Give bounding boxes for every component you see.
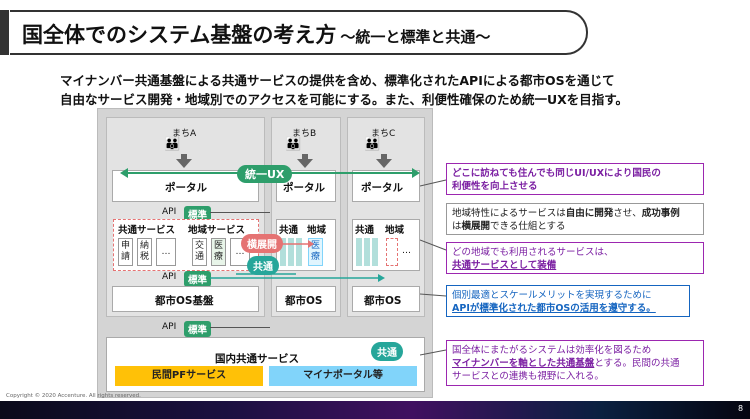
unified-ux-badge: 統一UX	[237, 165, 293, 183]
standard-badge: 標準	[184, 206, 212, 222]
decorative-strip	[0, 401, 750, 419]
town-c-label: まちC	[371, 129, 396, 139]
arrow-down-icon	[297, 159, 313, 168]
town-b-portal	[276, 170, 336, 202]
town-b-services	[276, 219, 336, 271]
people-icon: 👪	[285, 137, 301, 152]
city-os-label: 都市OS	[285, 295, 323, 307]
callout-national: 国全体にまたがるシステムは効率化を図るため マイナンバーを軸とした共通基盤とする…	[446, 340, 704, 386]
town-b-label: まちB	[292, 129, 317, 139]
town-a-os	[112, 286, 259, 312]
national-common-services-title: 国内共通サービス	[215, 353, 299, 365]
callout-text: どこに訪ねても住んでも同じUI/UXにより国民の	[452, 168, 661, 179]
lead-text-line-2: 自由なサービス開発・地域別でのアクセスを可能にする。また、利便性確保のため統一U…	[60, 92, 629, 107]
callout-text: 利便性を向上させる	[452, 181, 538, 192]
arrow-down-icon	[376, 159, 392, 168]
portal-label: ポータル	[165, 182, 207, 194]
town-a-label: まちA	[172, 129, 197, 139]
common-service-label: 共通サービス	[118, 225, 176, 236]
callout-regional: 地域特性によるサービスは自由に開発させ、成功事例 は横展開できる仕組とする	[446, 203, 704, 235]
common-badge: 共通	[371, 342, 403, 361]
ellipsis: …	[402, 246, 411, 256]
page-title: 国全体でのシステム基盤の考え方〜統一と標準と共通〜	[22, 23, 491, 47]
private-pf-service: 民間PFサービス	[115, 366, 263, 386]
api-label: API	[162, 207, 177, 217]
arrow-down-icon	[381, 154, 387, 159]
service-medical: 医療	[211, 238, 226, 266]
api-label: API	[162, 322, 177, 332]
city-os-platform-label: 都市OS基盤	[155, 295, 214, 307]
regional-slot	[386, 238, 398, 266]
lead-text-line-1: マイナンバー共通基盤による共通サービスの提供を含め、標準化されたAPIによる都市…	[60, 73, 615, 88]
callout-common-service: どの地域でも利用されるサービスは、 共通サービスとして装備	[446, 242, 704, 274]
regional-label: 地域	[307, 225, 327, 236]
common-slot	[288, 238, 294, 266]
title-frame	[10, 10, 588, 55]
api-line	[210, 212, 270, 213]
town-c-os	[352, 286, 420, 312]
standard-badge: 標準	[184, 271, 212, 287]
people-icon: 👪	[364, 137, 380, 152]
copyright: Copyright © 2020 Accenture. All rights r…	[6, 393, 141, 399]
page-subtitle: 〜統一と標準と共通〜	[340, 28, 491, 46]
service-tax: 納税	[137, 238, 152, 266]
callout-city-os: 個別最適とスケールメリットを実現するために APIが標準化された都市OSの活用を…	[446, 285, 690, 317]
regional-service-label: 地域サービス	[188, 225, 246, 236]
people-icon: 👪	[164, 137, 180, 152]
callout-unified-ux: どこに訪ねても住んでも同じUI/UXにより国民の 利便性を向上させる	[446, 163, 704, 195]
town-b-os	[276, 286, 336, 312]
api-standard-line	[210, 274, 385, 282]
title-accent-bar	[0, 10, 9, 55]
expansion-arrows	[236, 240, 314, 275]
town-c-column	[347, 117, 425, 317]
common-label: 共通	[279, 225, 299, 236]
arrow-down-icon	[302, 154, 308, 159]
town-b-column	[271, 117, 341, 317]
api-line	[210, 327, 270, 328]
callout-connectors	[420, 179, 447, 356]
page-number: 8	[738, 404, 744, 413]
arrow-down-icon	[176, 159, 192, 168]
common-slot	[356, 238, 362, 266]
portal-label: ポータル	[283, 182, 325, 194]
common-slot	[296, 238, 302, 266]
town-a-portal	[112, 170, 259, 202]
api-label: API	[162, 272, 177, 282]
standard-badge: 標準	[184, 321, 212, 337]
town-c-portal	[352, 170, 420, 202]
myna-portal: マイナポータル等	[269, 366, 417, 386]
service-more: …	[156, 238, 176, 266]
common-slot	[280, 238, 286, 266]
horizontal-expansion-badge: 横展開	[241, 234, 283, 253]
service-application: 申請	[118, 238, 133, 266]
common-badge: 共通	[247, 256, 279, 275]
common-label: 共通	[355, 225, 375, 236]
common-slot	[372, 238, 378, 266]
city-os-label: 都市OS	[364, 295, 402, 307]
common-slot	[364, 238, 370, 266]
portal-label: ポータル	[361, 182, 403, 194]
arrow-down-icon	[181, 154, 187, 159]
service-transport: 交通	[192, 238, 207, 266]
regional-label: 地域	[385, 225, 405, 236]
